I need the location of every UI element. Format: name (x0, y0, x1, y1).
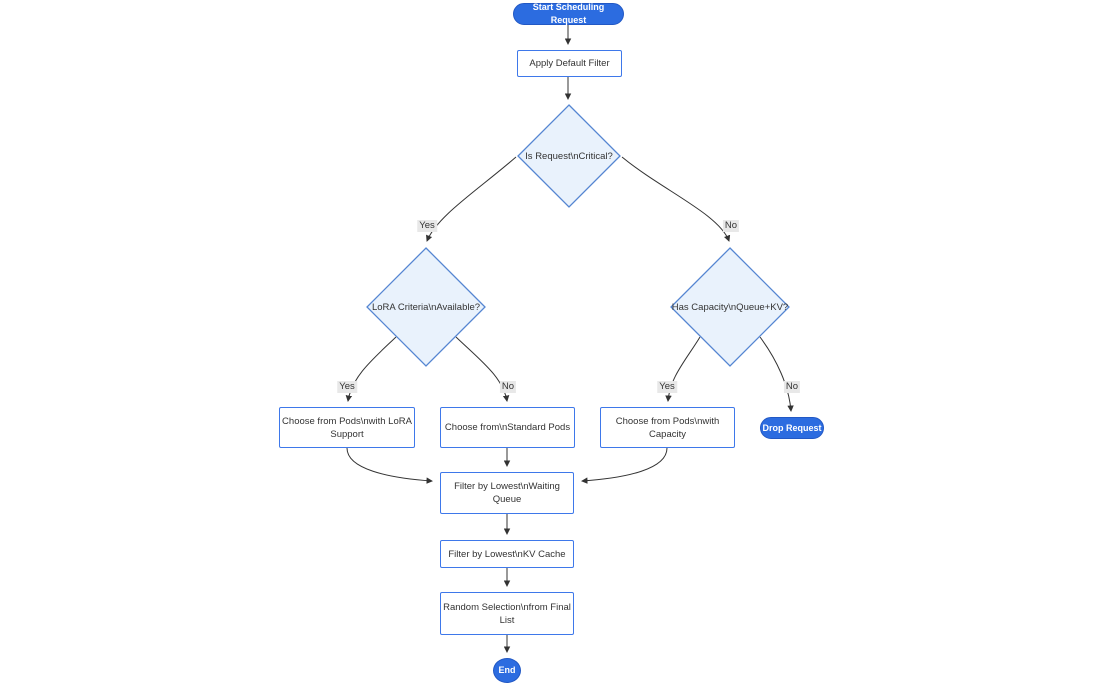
node-start: Start Scheduling Request (513, 2, 624, 25)
diamond-shape (366, 247, 486, 367)
node-choose-standard: Choose from\nStandard Pods (440, 407, 575, 448)
diamond-shape (517, 104, 621, 208)
edge-lora-yes-to-choose-lora (345, 336, 397, 402)
node-drop-request-label: Drop Request (762, 422, 822, 433)
node-filter-queue: Filter by Lowest\nWaiting Queue (440, 472, 574, 514)
edge-lora-yes-to-choose-lora-label: Yes (337, 381, 357, 393)
node-is-critical-label: Is Request\nCritical? (525, 150, 613, 162)
edge-choose-capacity-to-filter-queue (581, 447, 668, 484)
edge-choose-lora-to-filter-queue (346, 447, 433, 484)
edge-lora-no-to-choose-standard (455, 336, 510, 402)
node-filter-kv-label: Filter by Lowest\nKV Cache (448, 548, 566, 560)
node-apply-filter-label: Apply Default Filter (529, 58, 610, 69)
edge-lora-no-to-choose-standard-label: No (499, 381, 517, 393)
edge-capacity-yes-to-choose-capacity-label: Yes (657, 381, 677, 393)
node-choose-lora-label: Choose from Pods\nwith LoRA Support (282, 415, 412, 440)
node-filter-kv: Filter by Lowest\nKV Cache (440, 540, 574, 568)
node-has-capacity-label: Has Capacity\nQueue+KV? (671, 301, 789, 313)
node-start-label: Start Scheduling Request (532, 2, 605, 25)
node-has-capacity: Has Capacity\nQueue+KV? (670, 247, 790, 367)
edge-capacity-no-to-drop (759, 336, 794, 412)
edge-capacity-no-to-drop-label: No (783, 381, 801, 393)
edge-capacity-yes-to-choose-capacity (665, 336, 701, 402)
node-random-selection-label: Random Selection\nfrom Final List (443, 601, 571, 626)
node-random-selection: Random Selection\nfrom Final List (440, 592, 574, 635)
edge-critical-yes-to-lora (426, 156, 517, 242)
node-choose-capacity-label: Choose from Pods\nwith Capacity (615, 415, 720, 440)
edge-critical-no-to-capacity (621, 156, 731, 242)
node-apply-filter: Apply Default Filter (517, 50, 622, 77)
node-drop-request: Drop Request (760, 417, 824, 439)
node-choose-capacity: Choose from Pods\nwith Capacity (600, 407, 735, 448)
edge-critical-yes-to-lora-label: Yes (417, 220, 437, 232)
node-choose-standard-label: Choose from\nStandard Pods (444, 422, 571, 433)
node-filter-queue-label: Filter by Lowest\nWaiting Queue (454, 481, 560, 505)
node-end: End (493, 658, 521, 683)
node-lora-criteria: LoRA Criteria\nAvailable? (366, 247, 486, 367)
node-end-label: End (498, 665, 516, 675)
node-is-critical: Is Request\nCritical? (517, 104, 621, 208)
node-lora-criteria-label: LoRA Criteria\nAvailable? (371, 301, 481, 313)
edge-critical-no-to-capacity-label: No (722, 220, 740, 232)
diamond-shape (670, 247, 790, 367)
node-choose-lora: Choose from Pods\nwith LoRA Support (279, 407, 415, 448)
